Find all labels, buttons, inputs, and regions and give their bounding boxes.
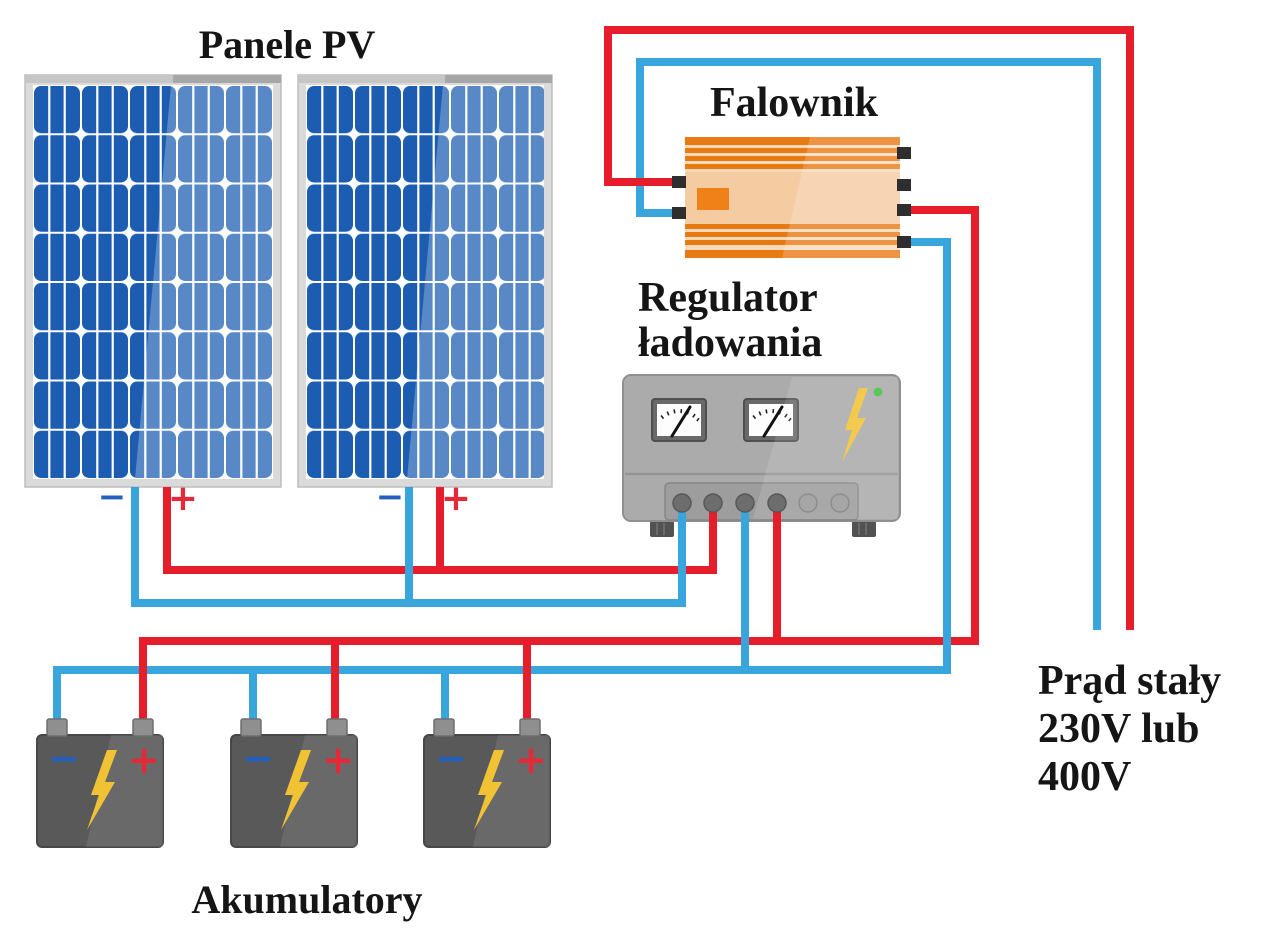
regulator-title-line2: ładowania [638,320,822,366]
inverter-glare [782,137,900,258]
panel-cells [306,85,544,479]
battery-minus-label: − [48,736,80,780]
lightning-icon [281,750,311,830]
battery1-positive-post [132,718,154,737]
connector-right-4 [897,236,911,248]
battery3-negative-post [433,718,455,737]
wire-battery-positive-bus [143,206,979,645]
connector-dc-in-positive [672,176,686,188]
panel-glare [135,85,273,479]
panel2-plus-label: + [441,478,471,519]
lightning-icon [87,750,117,830]
panel1-minus-label: − [98,477,127,517]
output-label-line2: 230V lub [1038,706,1199,752]
controller-terminals [672,493,850,513]
output-label-line1: Prąd stały [1038,658,1221,704]
battery2-positive-post [326,718,348,737]
panel-cells [33,85,273,479]
panel-glare [407,85,544,479]
battery-plus-label: + [128,738,160,782]
battery3-positive-post [519,718,541,737]
batteries-title: Akumulatory [191,877,422,922]
terminal-1 [672,493,692,513]
pv-panel-2 [297,74,553,488]
output-label-line3: 400V [1038,754,1131,800]
battery-1: − + [36,734,164,848]
battery-minus-label: − [435,736,467,780]
wire-battery-negative-bus [53,238,951,727]
terminal-4 [767,493,787,513]
terminal-3 [735,493,755,513]
inverter [685,137,900,258]
battery-minus-label: − [242,736,274,780]
terminal-2 [703,493,723,513]
wire-inverter-ac-positive [604,26,1134,630]
inverter-fins-top [685,137,900,169]
led-indicator [873,387,883,397]
battery2-negative-post [240,718,262,737]
terminal-5 [798,493,818,513]
regulator-title-line1: Regulator [638,275,818,321]
connector-dc-in-negative [672,207,686,219]
controller-glare [753,377,898,519]
battery-3: − + [423,734,551,848]
controller-foot-right [852,521,876,537]
battery-plus-label: + [515,738,547,782]
wire-inverter-ac-negative [636,58,1101,630]
battery-plus-label: + [322,738,354,782]
panel1-plus-label: + [168,478,198,519]
connector-right-2 [897,179,911,191]
lightning-icon [842,388,868,462]
charge-controller [622,374,901,537]
panel2-minus-label: − [376,477,405,517]
connector-right-1 [897,147,911,159]
meter-gauge-1 [650,397,708,443]
pv-panel-1 [24,74,282,488]
battery-2: − + [230,734,358,848]
panels-title: Panele PV [199,22,376,67]
connector-right-3 [897,204,911,216]
inverter-title: Falownik [710,80,879,126]
inverter-fins-bottom [685,224,900,258]
lightning-icon [474,750,504,830]
terminal-6 [830,493,850,513]
battery-terminal-posts [46,718,541,737]
inverter-display [697,188,729,210]
inverter-connectors [672,147,911,248]
battery1-negative-post [46,718,68,737]
controller-foot-left [650,521,674,537]
